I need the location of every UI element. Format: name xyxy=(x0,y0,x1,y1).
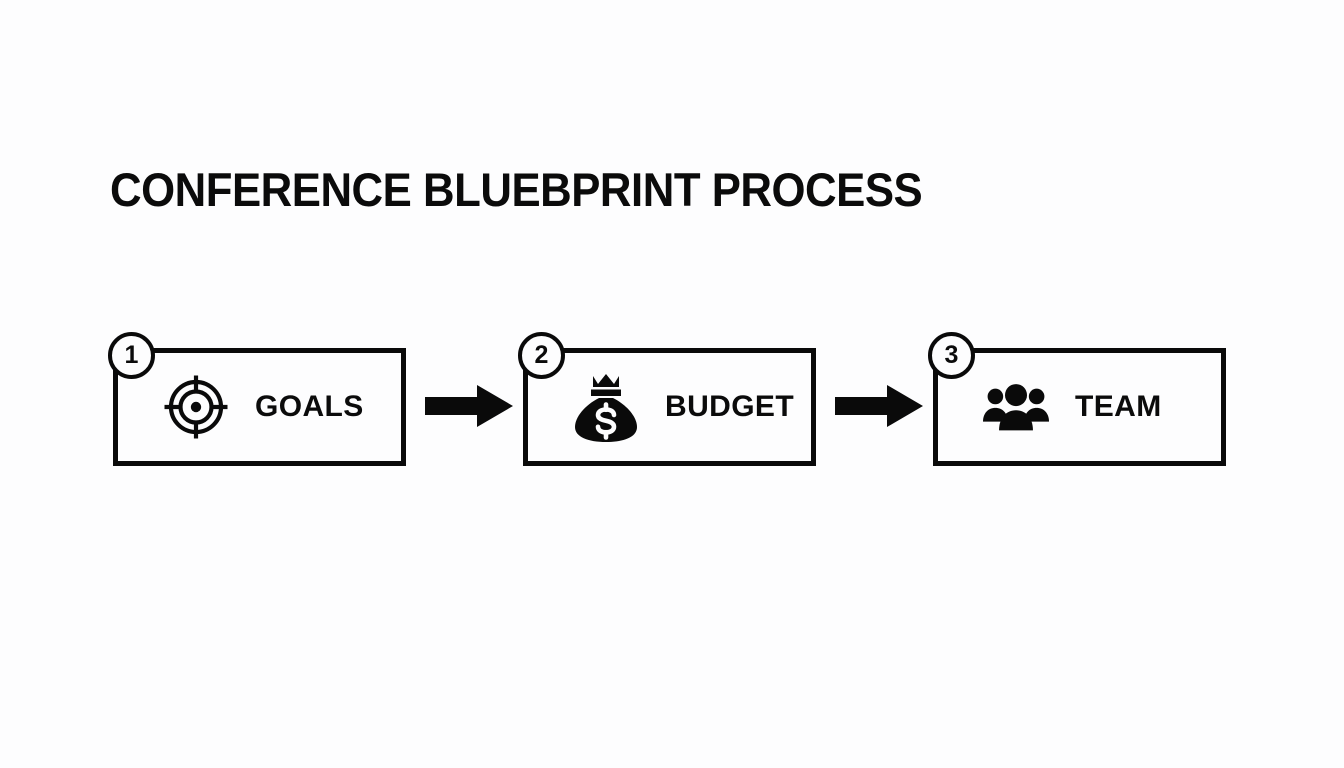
arrow-right-icon xyxy=(835,384,923,428)
page-title: CONFERENCE BLUEBPRINT PROCESS xyxy=(110,163,923,216)
arrow-right-icon xyxy=(425,384,513,428)
target-crosshair-icon xyxy=(163,374,229,440)
step-number-badge: 1 xyxy=(108,332,155,379)
step-number-badge: 3 xyxy=(928,332,975,379)
process-step-budget[interactable]: BUDGET xyxy=(523,348,816,466)
people-group-icon xyxy=(983,374,1049,440)
process-step-label: GOALS xyxy=(255,390,364,423)
step-number-badge: 2 xyxy=(518,332,565,379)
money-bag-icon xyxy=(573,374,639,442)
process-step-team[interactable]: TEAM xyxy=(933,348,1226,466)
process-step-label: BUDGET xyxy=(665,390,795,423)
process-step-label: TEAM xyxy=(1075,390,1162,423)
process-step-goals[interactable]: GOALS xyxy=(113,348,406,466)
